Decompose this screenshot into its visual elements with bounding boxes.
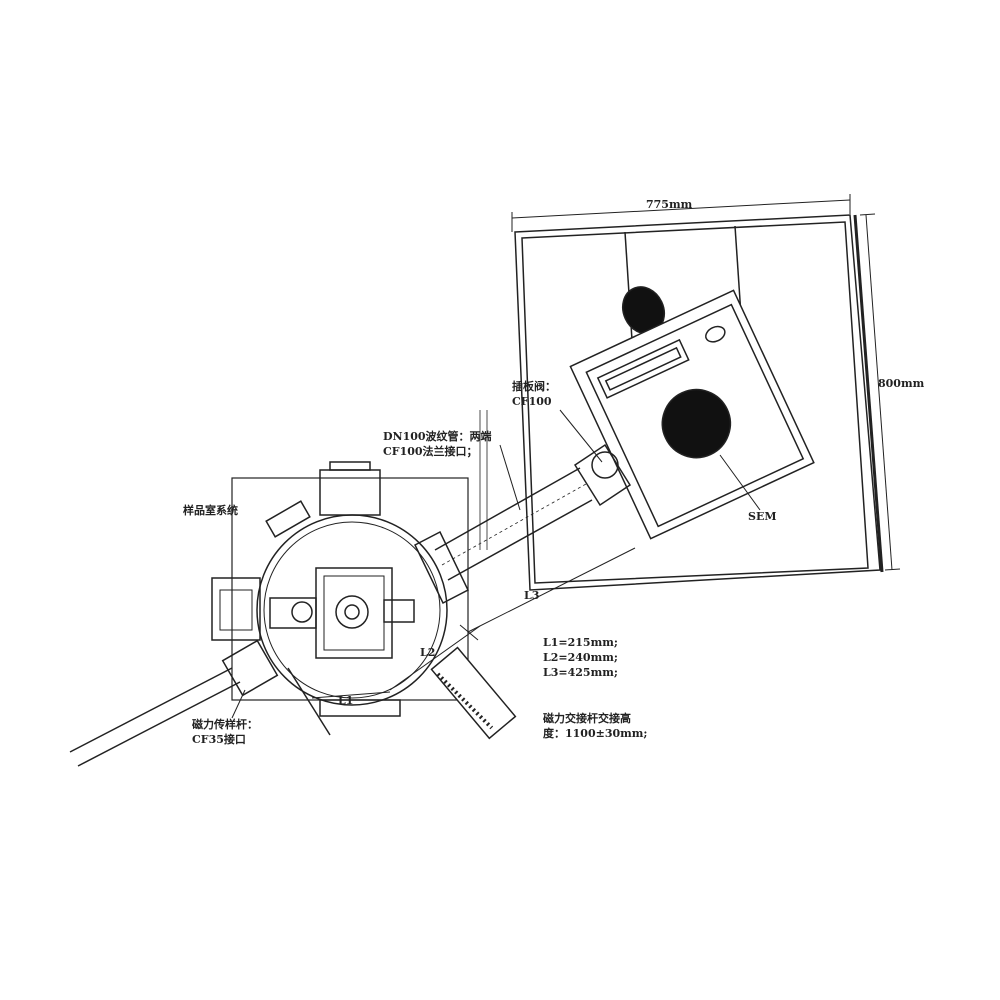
dimension-l3	[459, 547, 636, 641]
l3-value: L3=425mm;	[543, 666, 618, 679]
sem-enclosure	[514, 214, 884, 591]
sample-chamber-label: 样品室系统	[183, 504, 238, 517]
base-plate	[231, 477, 469, 701]
l3-label: L3	[524, 589, 540, 602]
height-dimension-label: 800mm	[878, 377, 925, 390]
bellows-label-1: DN100波纹管：两端	[383, 430, 492, 443]
dimension-800	[859, 213, 901, 571]
magnetic-handover-rod	[430, 646, 517, 740]
handover-label-1: 磁力交接杆交接高	[543, 712, 631, 725]
dimension-775	[511, 194, 851, 232]
l2-label: L2	[420, 646, 436, 659]
sem-leader	[719, 454, 761, 511]
sem-label: SEM	[748, 510, 777, 523]
width-dimension-label: 775mm	[646, 198, 693, 211]
l1-value: L1=215mm;	[543, 636, 618, 649]
l1-label: L1	[338, 694, 354, 707]
dimension-l1	[311, 691, 391, 699]
gate-valve-label-2: CF100	[512, 395, 552, 408]
gate-valve	[559, 409, 632, 507]
handover-label-2: 度：1100±30mm;	[543, 727, 648, 740]
dimension-l2	[389, 625, 481, 691]
sem-body	[569, 286, 815, 540]
transfer-rod-label-1: 磁力传样杆：	[192, 718, 258, 731]
l2-value: L2=240mm;	[543, 651, 618, 664]
transfer-rod-label-2: CF35接口	[192, 733, 246, 746]
gate-valve-label-1: 插板阀：	[512, 380, 556, 393]
magnetic-transfer-rod	[69, 639, 279, 767]
bellows-label-2: CF100法兰接口；	[383, 445, 478, 458]
sample-chamber	[211, 461, 448, 736]
